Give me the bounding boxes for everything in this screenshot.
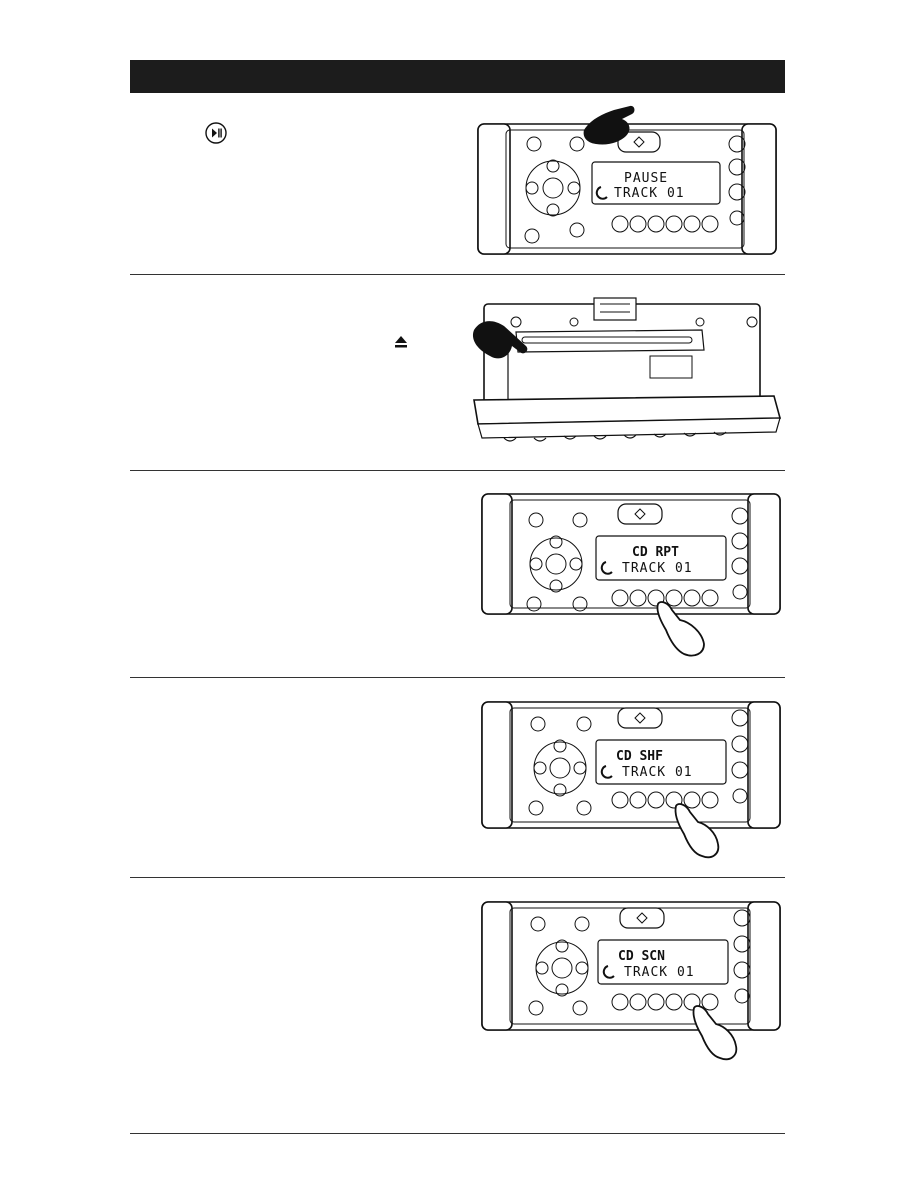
lcd-line-2: TRACK 01 xyxy=(624,965,695,980)
lcd-line-2: TRACK 01 xyxy=(622,561,693,576)
lcd-line-2: TRACK 01 xyxy=(622,765,693,780)
lcd-line-1: CD SHF xyxy=(616,749,663,764)
lcd-line-1: PAUSE xyxy=(624,171,668,186)
radio-figure-scan: CD SCN TRACK 01 xyxy=(481,901,781,1061)
lcd-line-2: TRACK 01 xyxy=(614,186,685,201)
section-divider xyxy=(130,1133,785,1134)
lcd-line-1: CD RPT xyxy=(632,545,679,560)
radio-figure-shuffle: CD SHF TRACK 01 xyxy=(481,701,781,859)
section-header-bar xyxy=(130,60,785,93)
radio-figure-open xyxy=(472,297,782,442)
lcd-line-1: CD SCN xyxy=(618,949,665,964)
section-divider xyxy=(130,877,785,878)
radio-figure-pause: PAUSE TRACK 01 xyxy=(477,105,777,255)
section-divider xyxy=(130,677,785,678)
play-pause-icon xyxy=(204,121,228,150)
section-divider xyxy=(130,274,785,275)
section-divider xyxy=(130,470,785,471)
eject-icon xyxy=(393,335,409,354)
radio-figure-repeat: CD RPT TRACK 01 xyxy=(481,493,781,657)
